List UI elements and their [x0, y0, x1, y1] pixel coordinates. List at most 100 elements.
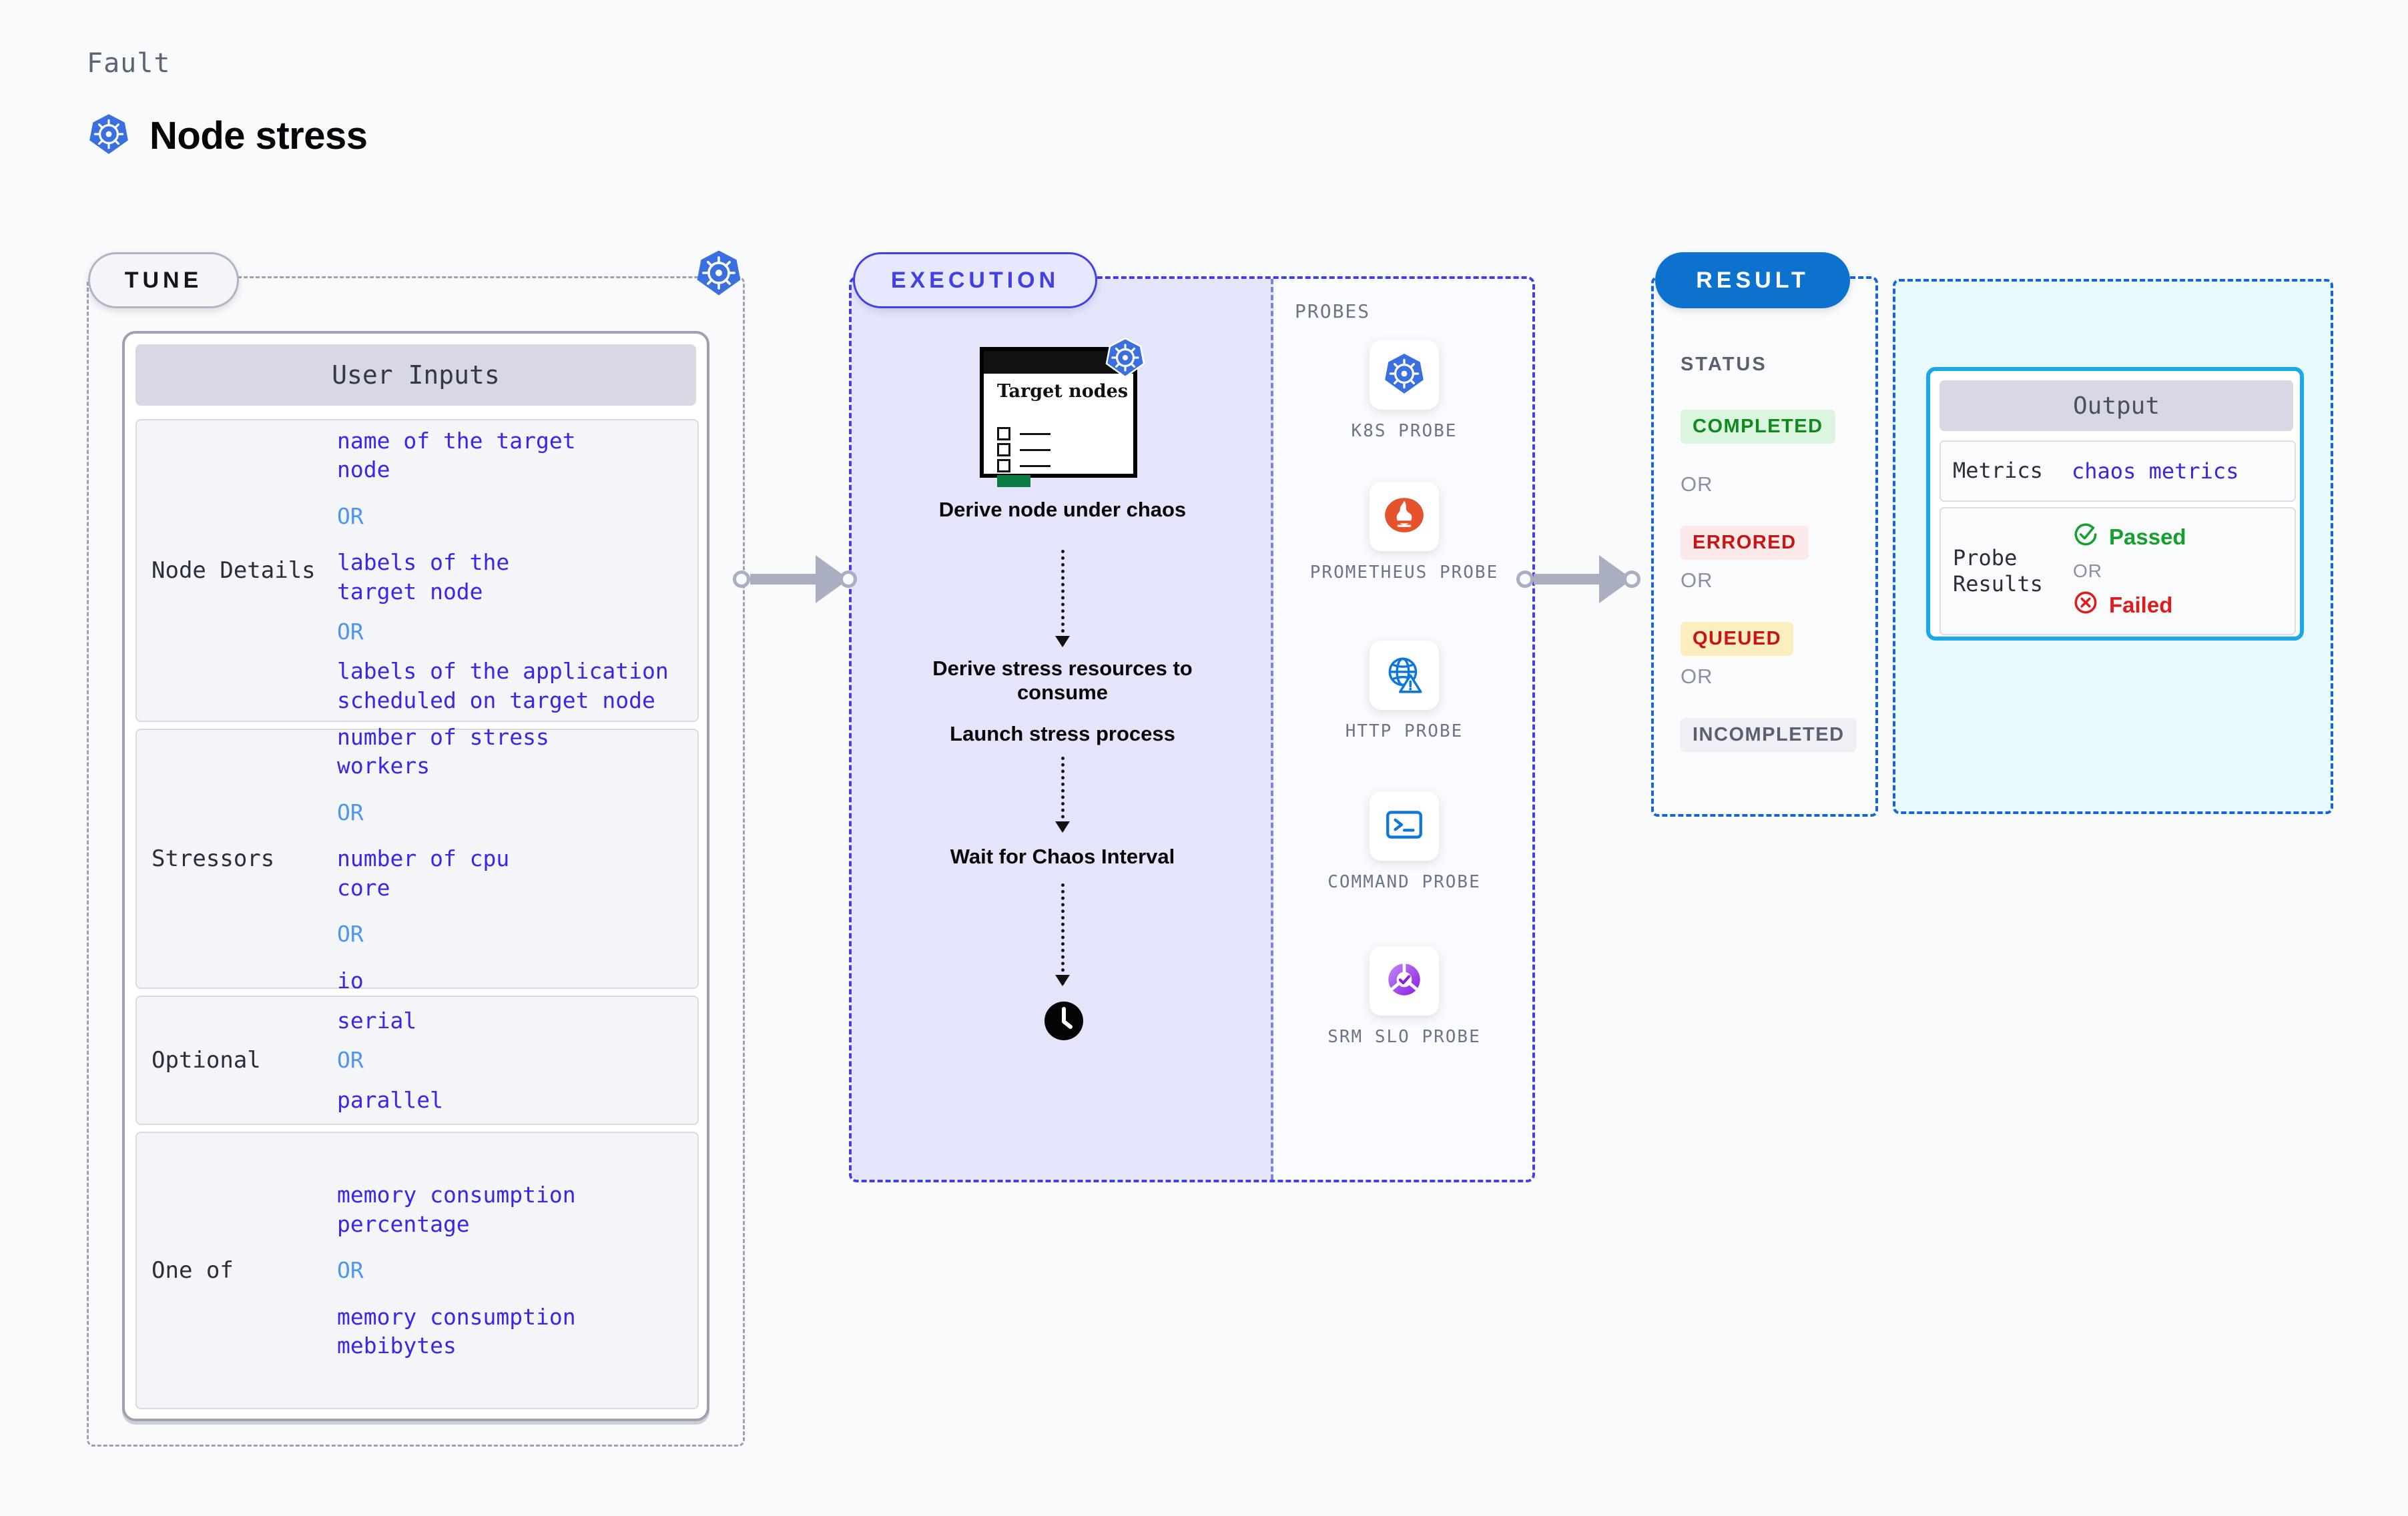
row-values: memory consumption percentage OR memory …	[337, 1180, 697, 1361]
value-text: serial	[337, 1007, 417, 1034]
probe-result-failed: Failed	[2072, 589, 2186, 622]
value-text: name of the target node	[337, 427, 576, 483]
probe-tile[interactable]	[1370, 482, 1439, 551]
or-separator: OR	[337, 1257, 364, 1284]
value-text: memory consumption percentage	[337, 1182, 576, 1237]
line-placeholder	[1020, 432, 1050, 435]
status-badge-errored: ERRORED	[1681, 526, 1809, 560]
flow-arrow	[1055, 757, 1070, 833]
probe-label: HTTP PROBE	[1345, 721, 1464, 741]
prometheus-flame-icon	[1382, 493, 1426, 540]
result-output-region: Output Metrics chaos metrics Probe Resul…	[1893, 279, 2333, 814]
connector-bar	[750, 574, 817, 585]
page-title: Node stress	[149, 114, 368, 157]
status-label: STATUS	[1681, 354, 1767, 375]
value-text: labels of the target node	[337, 549, 510, 605]
row-values: name of the target node OR labels of the…	[337, 426, 697, 715]
probe-item-k8s[interactable]: K8S PROBE	[1276, 340, 1532, 442]
metrics-value: chaos metrics	[2072, 458, 2239, 484]
probe-item-prometheus[interactable]: PROMETHEUS PROBE	[1276, 482, 1532, 584]
row-key: Probe Results	[1953, 544, 2043, 597]
connector-dot	[840, 571, 857, 588]
connector-dot	[1623, 571, 1640, 588]
passed-label: Passed	[2109, 524, 2186, 549]
input-row-one-of[interactable]: One of memory consumption percentage OR …	[135, 1132, 699, 1409]
or-separator: OR	[2073, 560, 2102, 581]
probe-tile[interactable]	[1370, 946, 1439, 1016]
kubernetes-icon	[87, 112, 131, 159]
target-nodes-card: Target nodes	[980, 337, 1145, 487]
result-badge: RESULT	[1655, 252, 1850, 308]
clock-icon	[1042, 1000, 1085, 1042]
value-text: number of cpu core	[337, 845, 510, 901]
connector-bar	[1534, 574, 1600, 585]
connector-dot	[733, 571, 750, 588]
checkbox-row	[997, 427, 1050, 440]
target-card-title: Target nodes	[997, 381, 1129, 402]
kubernetes-icon	[694, 248, 743, 298]
flow-step-label: Wait for Chaos Interval	[950, 845, 1175, 868]
input-row-optional[interactable]: Optional serial OR parallel	[135, 996, 699, 1125]
execution-region: Target nodes Deri	[849, 276, 1535, 1182]
or-separator: OR	[1681, 568, 1713, 592]
flow-step-label: Launch stress process	[950, 722, 1175, 745]
input-row-stressors[interactable]: Stressors number of stress workers OR nu…	[135, 724, 699, 994]
output-row-metrics[interactable]: Metrics chaos metrics	[1939, 440, 2296, 502]
row-values: serial OR parallel	[337, 1006, 697, 1115]
output-title: Output	[1939, 380, 2293, 431]
row-values: number of stress workers OR number of cp…	[337, 723, 697, 996]
or-separator: OR	[337, 1047, 364, 1074]
checkbox-row	[997, 443, 1050, 456]
connector-dot	[1516, 571, 1534, 588]
result-status-region: STATUS COMPLETED OR ERRORED OR QUEUED OR…	[1651, 276, 1878, 817]
probe-item-command[interactable]: COMMAND PROBE	[1276, 791, 1532, 893]
line-placeholder	[1020, 464, 1050, 467]
flow-arrow	[1055, 550, 1070, 647]
output-row-probe-results[interactable]: Probe Results Passed OR	[1939, 507, 2296, 635]
user-inputs-card: User Inputs Node Details name of the tar…	[122, 331, 709, 1421]
row-key: Optional	[152, 1047, 261, 1074]
row-key: Stressors	[152, 845, 275, 872]
probe-item-srm-slo[interactable]: SRM SLO PROBE	[1276, 946, 1532, 1048]
probe-result-values: Passed OR Failed	[2072, 520, 2186, 622]
failed-label: Failed	[2109, 593, 2173, 617]
value-text: labels of the application scheduled on t…	[337, 658, 669, 713]
fault-eyebrow: Fault	[87, 48, 171, 79]
probe-tile[interactable]	[1370, 641, 1439, 710]
status-badge-queued: QUEUED	[1681, 622, 1794, 656]
input-row-node-details[interactable]: Node Details name of the target node OR …	[135, 419, 699, 722]
probe-item-http[interactable]: HTTP PROBE	[1276, 641, 1532, 743]
status-badge-completed: COMPLETED	[1681, 410, 1835, 444]
probe-label: SRM SLO PROBE	[1327, 1027, 1481, 1047]
connector-execution-to-result	[1516, 555, 1640, 603]
fault-title-row: Node stress	[87, 112, 368, 159]
tune-badge: TUNE	[88, 252, 239, 308]
x-circle-icon	[2072, 589, 2100, 622]
probe-label: COMMAND PROBE	[1327, 872, 1481, 892]
tune-region	[87, 276, 745, 1447]
terminal-icon	[1382, 803, 1426, 850]
target-card-body: Target nodes	[980, 347, 1137, 487]
slo-donut-check-icon	[1382, 958, 1426, 1005]
probes-label: PROBES	[1295, 300, 1371, 322]
or-separator: OR	[1681, 472, 1713, 496]
kubernetes-icon	[1104, 336, 1147, 379]
probe-tile[interactable]	[1370, 791, 1439, 861]
user-inputs-title: User Inputs	[135, 344, 696, 406]
probe-label: PROMETHEUS PROBE	[1309, 562, 1499, 583]
flow-step-label: Derive stress resources to consume	[932, 657, 1193, 705]
progress-bar	[997, 475, 1030, 487]
probe-tile[interactable]	[1370, 340, 1439, 410]
execution-flow-column: Target nodes Deri	[852, 279, 1273, 1180]
or-separator: OR	[337, 799, 364, 825]
probes-column: PROBES K8S PROBE	[1276, 279, 1532, 1180]
row-key: Metrics	[1953, 458, 2043, 484]
checkbox-icon	[997, 427, 1010, 440]
probe-result-passed: Passed	[2072, 520, 2186, 554]
value-text: io	[337, 967, 364, 994]
row-key: One of	[152, 1257, 234, 1284]
globe-warning-icon	[1382, 652, 1426, 699]
value-text: parallel	[337, 1086, 443, 1113]
value-text: memory consumption mebibytes	[337, 1303, 576, 1359]
or-separator: OR	[337, 502, 364, 529]
